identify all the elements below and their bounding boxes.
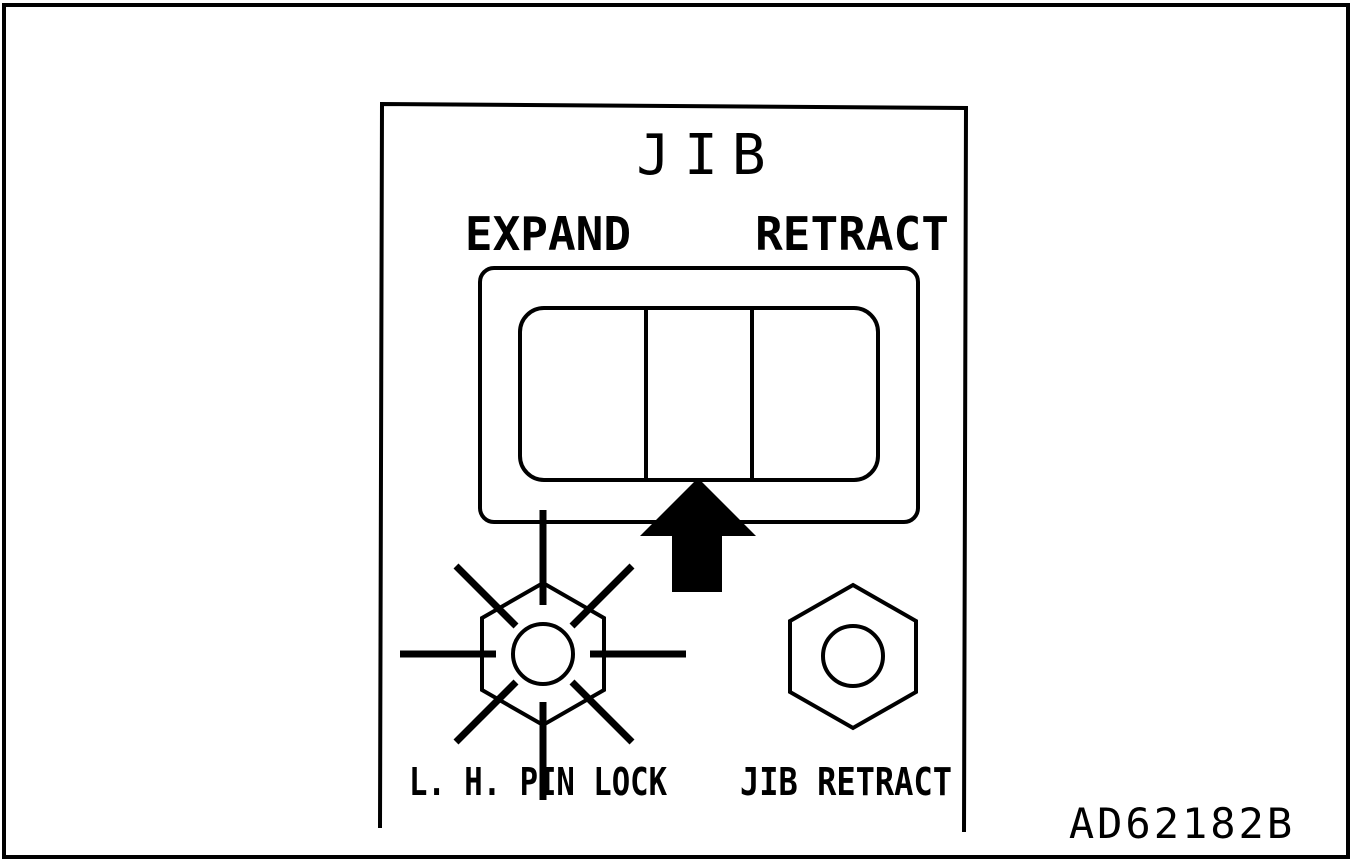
lamp-ray: [453, 679, 519, 745]
lamp-lens: [821, 624, 885, 688]
jib-retract-indicator-lamp: [788, 582, 918, 731]
figure-code: AD62182B: [1069, 799, 1295, 848]
lamp-lens: [511, 622, 575, 686]
pin-lock-label: L. H. PIN LOCK: [409, 760, 667, 804]
lamp-ray: [453, 563, 519, 629]
expand-label: EXPAND: [465, 207, 631, 261]
switch-rocker: [518, 306, 880, 482]
retract-label: RETRACT: [755, 207, 949, 261]
panel-plate: [378, 101, 969, 833]
lamp-hex-bezel: [788, 582, 918, 731]
lamp-ray: [569, 563, 635, 629]
figure-frame: [2, 3, 1350, 859]
lamp-ray: [569, 679, 635, 745]
pin-lock-indicator-lamp: [400, 510, 686, 800]
jib-retract-label: JIB RETRACT: [740, 760, 952, 804]
neutral-position-arrow: [640, 478, 756, 592]
panel-title: JIB: [636, 123, 779, 188]
lamp-hex-bezel: [480, 580, 606, 728]
